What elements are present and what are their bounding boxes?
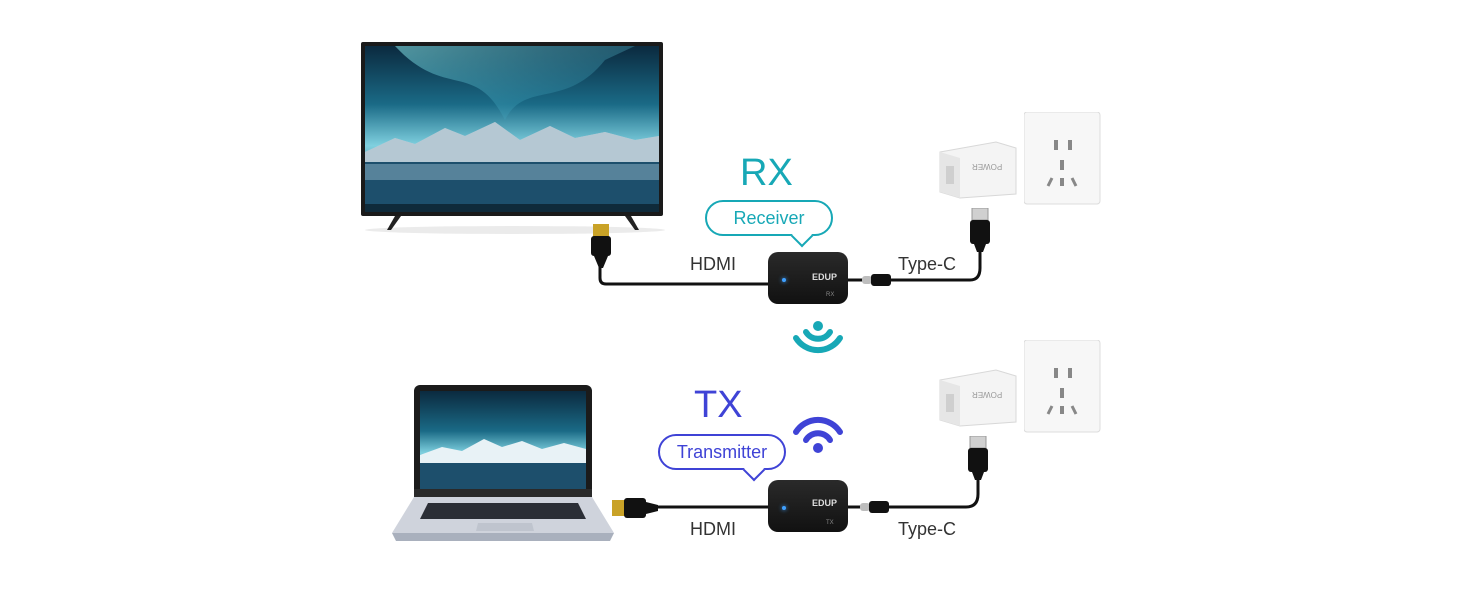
- type-c-plug-icon: [860, 501, 889, 513]
- wall-outlet: [1024, 112, 1101, 205]
- tv-illustration: [361, 42, 665, 234]
- transmitter-bubble: Transmitter: [658, 434, 786, 470]
- wall-outlet: [1024, 340, 1101, 433]
- brand-logo: EDUP: [812, 272, 838, 282]
- transmitter-title: TX: [694, 384, 743, 426]
- type-c-plug-icon: [862, 274, 891, 286]
- device-code-tag: TX: [826, 520, 834, 526]
- usb-plug-icon: [970, 208, 990, 252]
- device-code-tag: RX: [826, 292, 835, 298]
- receiver-bubble: Receiver: [705, 200, 833, 236]
- transmitter-bubble-label: Transmitter: [676, 441, 768, 462]
- tx-hdmi-label: HDMI: [690, 519, 736, 539]
- receiver-title: RX: [740, 152, 793, 194]
- receiver-bubble-label: Receiver: [733, 207, 805, 228]
- hdmi-plug-icon: [591, 224, 611, 268]
- charger-text: POWER: [972, 162, 1003, 171]
- usb-charger: POWER: [936, 366, 1020, 428]
- hdmi-plug-icon: [612, 498, 658, 518]
- laptop-illustration: [392, 385, 614, 541]
- usb-plug-icon: [968, 436, 988, 480]
- rx-hdmi-label: HDMI: [690, 254, 736, 274]
- brand-logo: EDUP: [812, 498, 838, 508]
- transmitter-dongle: EDUP TX: [768, 480, 848, 532]
- status-led: [782, 278, 786, 282]
- status-led: [782, 506, 786, 510]
- charger-body: [939, 141, 1017, 199]
- tx-type-c-label: Type-C: [898, 519, 957, 539]
- charger-body: [939, 369, 1017, 427]
- charger-text: POWER: [972, 390, 1003, 399]
- usb-charger: POWER: [936, 138, 1020, 200]
- wifi-signal-icon: [793, 416, 843, 453]
- wifi-signal-icon: [793, 321, 843, 354]
- receiver-dongle: EDUP RX: [768, 252, 848, 304]
- rx-type-c-label: Type-C: [898, 254, 957, 274]
